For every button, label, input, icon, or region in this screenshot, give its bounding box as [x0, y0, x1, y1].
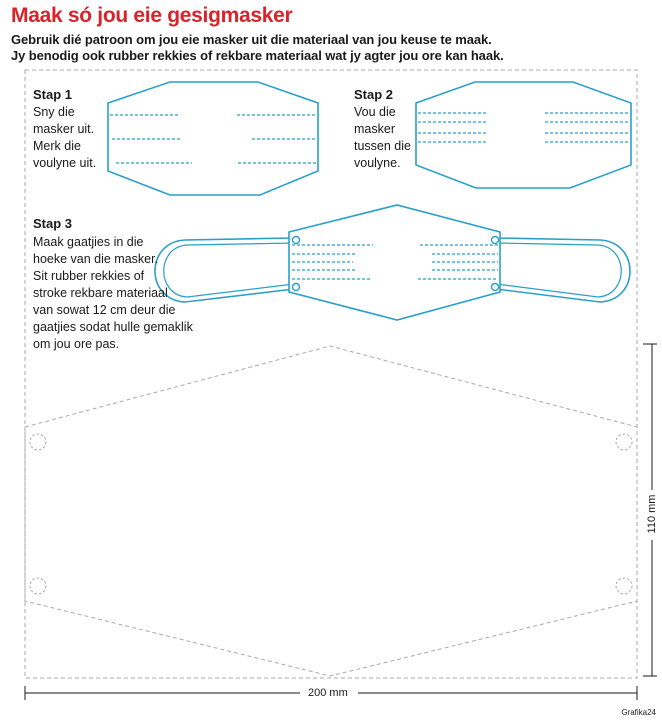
step1-line: Sny die — [33, 105, 75, 119]
step3-line: om jou ore pas. — [33, 337, 120, 351]
step1-line: masker uit. — [33, 122, 95, 136]
step3-line: van sowat 12 cm deur die — [33, 303, 176, 317]
full-size-pattern — [24, 345, 638, 677]
subtitle-line: Gebruik dié patroon om jou eie masker ui… — [11, 32, 492, 47]
step3-line: hoeke van die masker. — [33, 252, 159, 266]
step1-mask-outline — [107, 81, 319, 196]
step3-line: gaatjies sodat hulle gemaklik — [33, 320, 193, 334]
step1-mask-diagram — [107, 81, 319, 196]
left-ear-loop — [154, 237, 295, 303]
pattern-hole — [615, 433, 633, 451]
right-ear-loop-inner — [495, 242, 622, 298]
height-dimension — [643, 343, 657, 677]
pattern-hole — [615, 577, 633, 595]
step3-line: Maak gaatjies in die — [33, 235, 144, 249]
pattern-frame — [24, 69, 638, 679]
step3-mask-outline — [288, 204, 501, 321]
step2-line: Vou die — [354, 105, 396, 119]
step2-text: Vou die masker tussen die voulyne. — [354, 104, 411, 172]
width-dimension — [24, 686, 638, 700]
step3-title: Stap 3 — [33, 216, 73, 231]
subtitle-line: Jy benodig ook rubber rekkies of rekbare… — [11, 48, 504, 63]
step3-line: stroke rekbare materiaal — [33, 286, 168, 300]
step3-line: Sit rubber rekkies of — [33, 269, 145, 283]
pattern-hole — [29, 577, 47, 595]
step2-mask-outline — [415, 81, 632, 189]
step3-mask-diagram — [154, 204, 631, 321]
step2-mask-diagram — [415, 81, 632, 189]
step2-title: Stap 2 — [354, 87, 394, 102]
step1-line: voulyne uit. — [33, 156, 97, 170]
left-ear-loop-inner — [163, 242, 295, 298]
step3-hole — [490, 235, 500, 245]
step1-line: Merk die — [33, 139, 81, 153]
width-dimension-label: 200 mm — [308, 687, 348, 699]
step2-line: tussen die — [354, 139, 411, 153]
step1-title: Stap 1 — [33, 87, 73, 102]
pattern-hole — [29, 433, 47, 451]
step3-text: Maak gaatjies in die hoeke van die maske… — [33, 234, 193, 353]
step1-text: Sny die masker uit. Merk die voulyne uit… — [33, 104, 96, 172]
full-size-pattern-outline — [24, 345, 638, 677]
page-title: Maak só jou eie gesigmasker — [11, 4, 293, 27]
credit-label: Grafika24 — [621, 708, 656, 717]
right-ear-loop — [495, 237, 631, 303]
subtitle: Gebruik dié patroon om jou eie masker ui… — [11, 32, 504, 64]
step3-hole — [490, 282, 500, 292]
step3-hole — [291, 235, 301, 245]
step3-hole — [291, 282, 301, 292]
height-dimension-label: 110 mm — [646, 494, 658, 534]
step2-line: masker — [354, 122, 395, 136]
step2-line: voulyne. — [354, 156, 401, 170]
